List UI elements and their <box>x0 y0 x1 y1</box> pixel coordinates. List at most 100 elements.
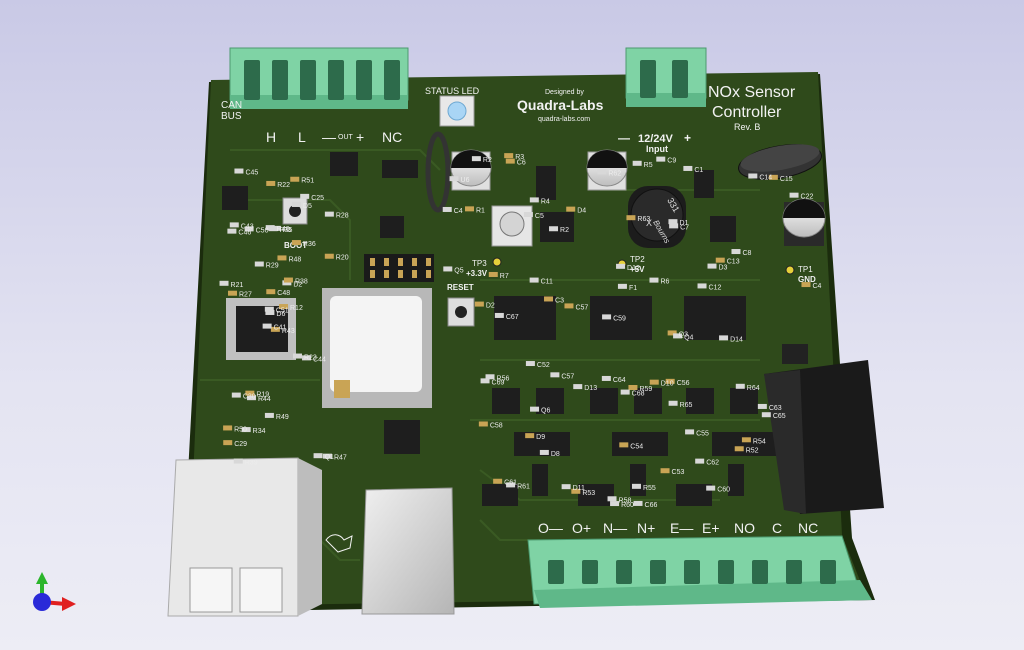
term-label-o-minus: O— <box>538 520 563 536</box>
status-led-label: STATUS LED <box>425 86 480 96</box>
testpoint-tp3[interactable]: TP3 +3.3V <box>466 257 502 278</box>
refdes-label: D6 <box>276 311 285 318</box>
refdes-label: R63 <box>637 216 650 223</box>
smd-part <box>493 478 503 484</box>
smd-part <box>282 280 292 286</box>
refdes-label: D5 <box>303 203 312 210</box>
refdes-label: C5 <box>535 213 544 220</box>
power-input-labels: — 12/24V + Input <box>618 131 691 154</box>
smd-part <box>270 326 280 332</box>
title-rev: Rev. B <box>734 122 760 132</box>
refdes-label: R47 <box>334 455 347 462</box>
trimmer-pot[interactable] <box>491 205 533 247</box>
refdes-label: D8 <box>551 451 560 458</box>
can-bus-label-line1: CAN <box>221 100 242 111</box>
driver-ic-row <box>494 296 746 340</box>
smd-part <box>254 261 264 267</box>
usb-connector[interactable] <box>361 487 455 615</box>
smd-part <box>628 384 638 390</box>
refdes-label: C25 <box>311 195 324 202</box>
smd-part <box>668 400 678 406</box>
refdes-label: C54 <box>630 443 643 450</box>
can-pin-l: L <box>298 129 306 145</box>
can-bus-terminal[interactable] <box>229 47 409 109</box>
tp2-name: TP2 <box>630 255 645 264</box>
refdes-label: D12 <box>627 265 640 272</box>
smd-part <box>523 212 533 218</box>
refdes-label: C48 <box>277 290 290 297</box>
smd-part <box>506 482 516 488</box>
smd-part <box>748 173 758 179</box>
reset-button[interactable] <box>447 297 475 327</box>
refdes-label: R52 <box>746 447 759 454</box>
reference-designators: R43C46D6R50D2R44R51F3D5R12C45R47R27R28C4… <box>231 154 822 509</box>
refdes-label: R19 <box>256 392 269 399</box>
title-line1: NOx Sensor <box>708 84 796 101</box>
refdes-label: C50 <box>256 227 269 234</box>
refdes-label: Q1 <box>325 454 334 461</box>
refdes-label: R65 <box>680 402 693 409</box>
testpoint-tp1[interactable]: TP1 GND <box>785 265 816 284</box>
refdes-label: R60 <box>621 502 634 509</box>
smd-part <box>734 446 744 452</box>
refdes-label: D14 <box>730 336 743 343</box>
smd-part <box>619 442 629 448</box>
smd-part <box>264 412 274 418</box>
boot-button[interactable] <box>282 197 308 225</box>
product-title: NOx Sensor Controller Rev. B <box>708 84 796 132</box>
axis-gizmo-icon[interactable] <box>33 572 76 611</box>
refdes-label: R2 <box>560 227 569 234</box>
smd-part <box>631 483 641 489</box>
term-label-c: C <box>772 520 782 536</box>
smd-part <box>731 249 741 255</box>
refdes-label: R48 <box>288 256 301 263</box>
smd-part <box>660 468 670 474</box>
smd-part <box>302 355 312 361</box>
smd-part <box>233 458 243 464</box>
power-voltage: 12/24V <box>638 133 674 145</box>
smd-part <box>505 158 515 164</box>
smd-part <box>789 192 799 198</box>
refdes-label: R2 <box>483 157 492 164</box>
smd-part <box>667 330 677 336</box>
refdes-label: C59 <box>613 315 626 322</box>
refdes-label: R28 <box>336 213 349 220</box>
refdes-label: C66 <box>645 502 658 509</box>
smd-part <box>442 206 452 212</box>
term-label-no: NO <box>734 520 755 536</box>
refdes-label: C13 <box>727 259 740 266</box>
smd-part <box>669 223 679 229</box>
bottom-terminal-block[interactable] <box>527 535 872 608</box>
smd-components <box>219 153 811 507</box>
power-input-terminal[interactable] <box>625 47 707 107</box>
smd-part <box>673 333 683 339</box>
refdes-label: D1 <box>679 220 688 227</box>
refdes-label: R29 <box>266 263 279 270</box>
smd-part <box>566 206 576 212</box>
can-bus-pin-labels: H L — OUT + NC <box>266 129 402 145</box>
smd-part <box>292 353 302 359</box>
refdes-label: D13 <box>584 385 597 392</box>
tp2-net: +5V <box>630 265 645 274</box>
smd-part <box>761 412 771 418</box>
rj45-jack[interactable] <box>167 457 322 617</box>
can-pin-nc: NC <box>382 129 402 145</box>
brand-block: Designed by Quadra-Labs quadra-labs.com <box>517 89 604 123</box>
smd-part <box>324 253 334 259</box>
status-led <box>439 95 475 127</box>
diodes <box>482 464 744 506</box>
refdes-label: Q6 <box>541 408 550 415</box>
smd-part <box>464 206 474 212</box>
refdes-label: D10 <box>661 381 674 388</box>
smd-part <box>801 282 811 288</box>
refdes-label: R62 <box>608 170 621 177</box>
smd-part <box>300 193 310 199</box>
refdes-label: C11 <box>541 279 553 286</box>
refdes-label: C43 <box>241 223 254 230</box>
smd-part <box>228 290 238 296</box>
tp3-name: TP3 <box>472 259 487 268</box>
refdes-label: C64 <box>613 377 626 384</box>
smd-part <box>626 215 636 221</box>
designed-by-text: Designed by <box>545 89 584 96</box>
